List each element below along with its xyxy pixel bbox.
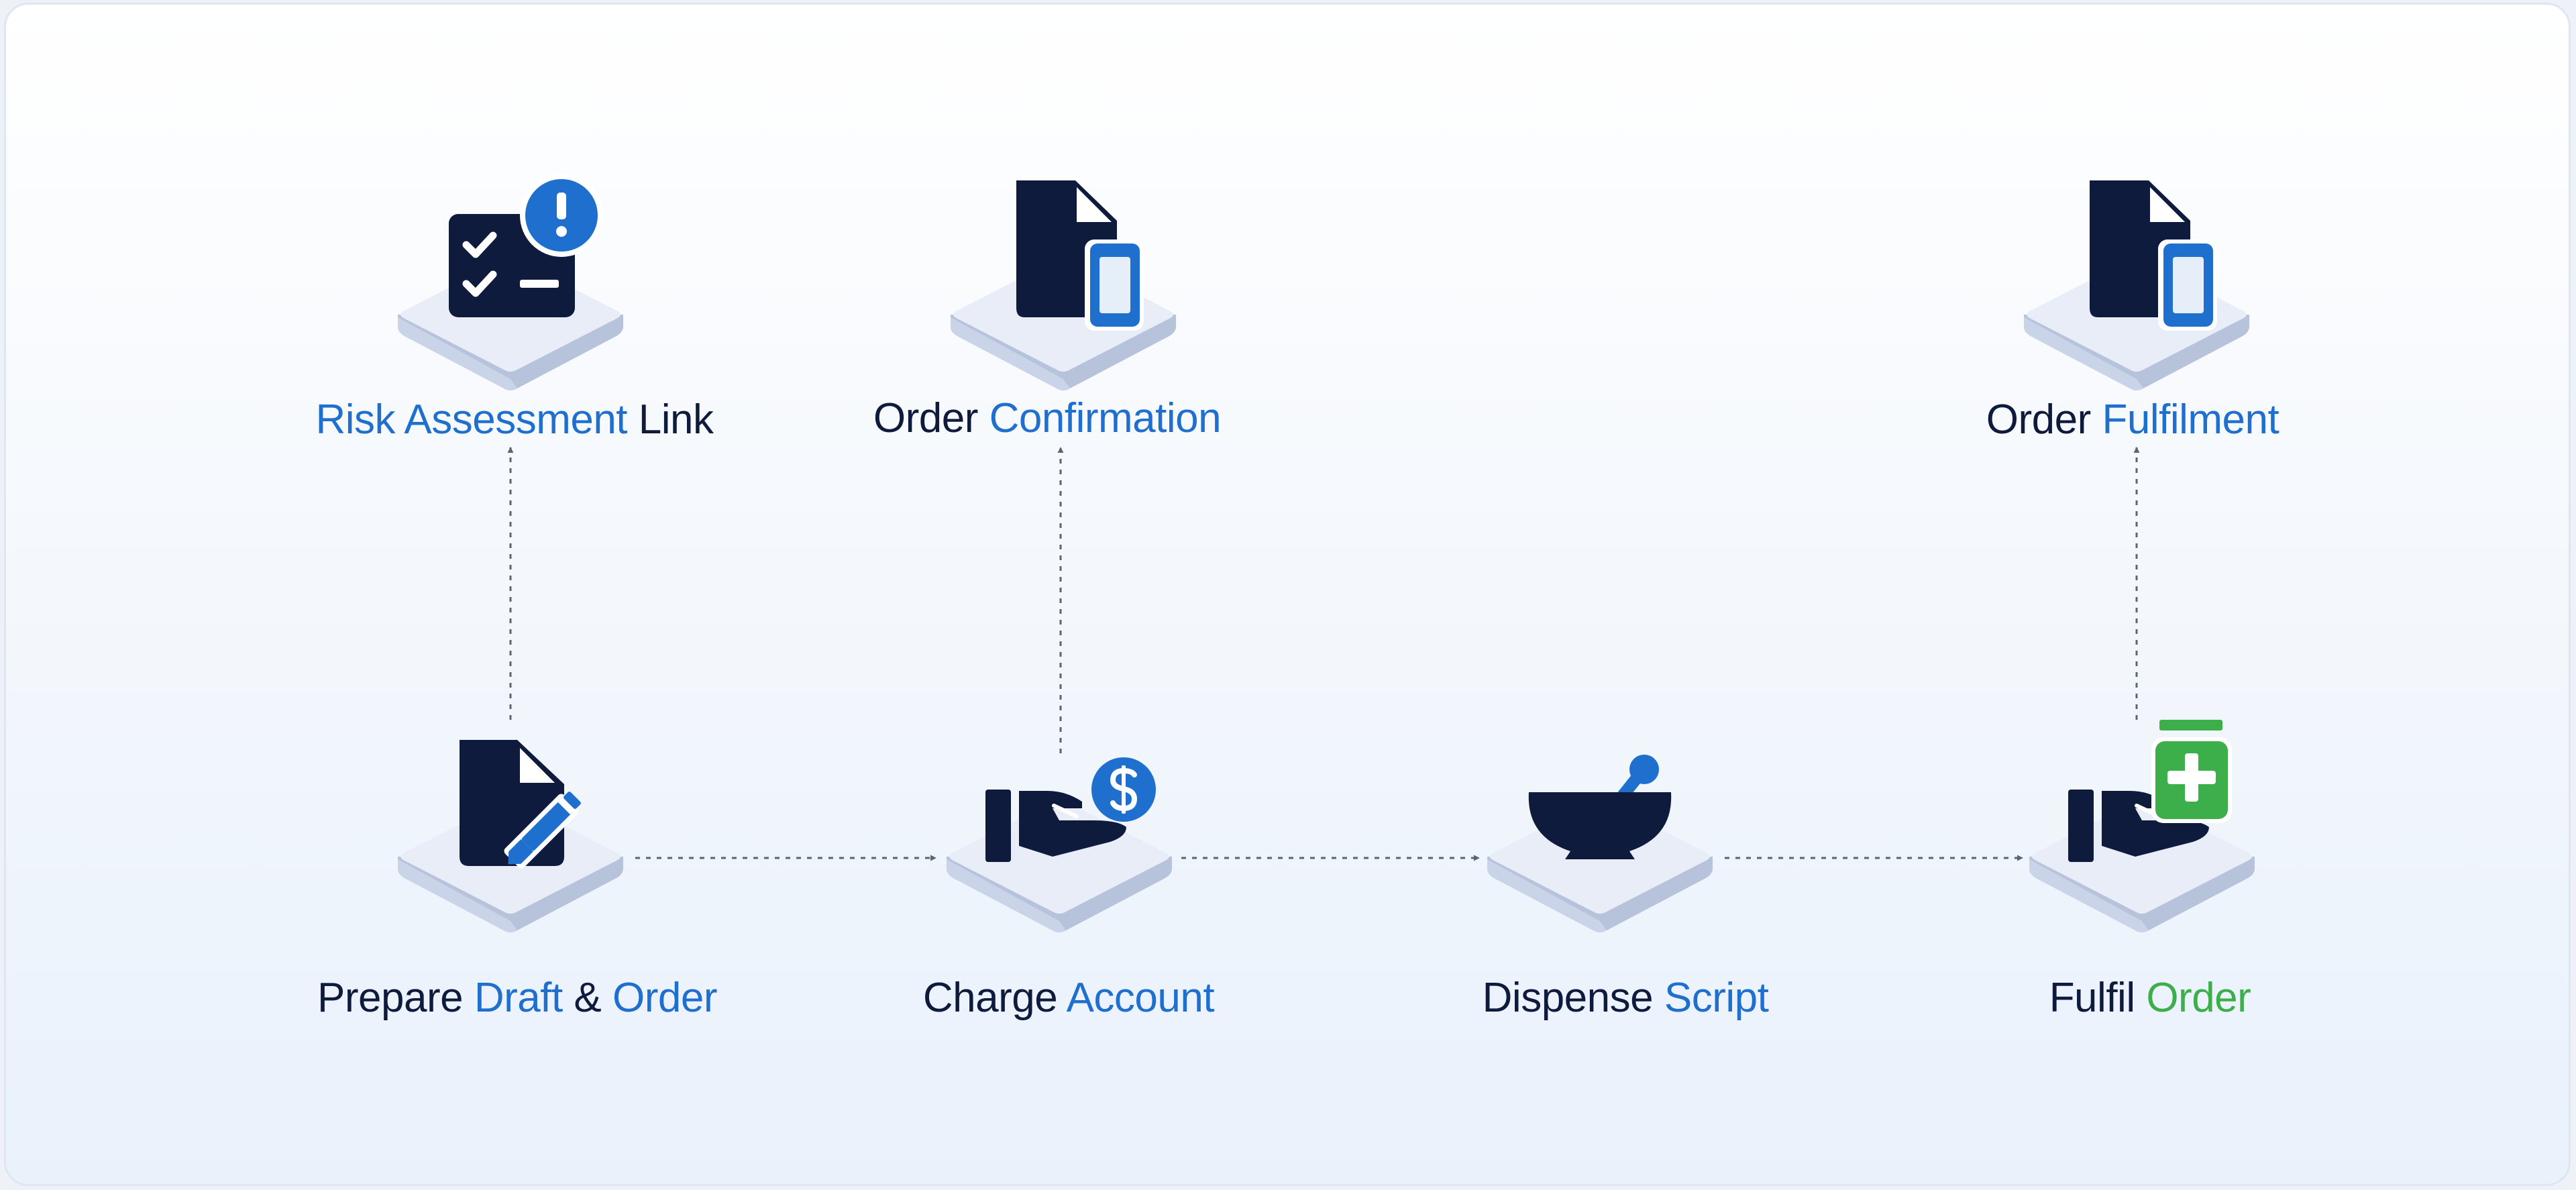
- label-segment: Order: [1986, 396, 2102, 443]
- label-segment: Confirmation: [989, 395, 1222, 441]
- document-pencil-icon: [460, 740, 581, 869]
- label-segment: Link: [627, 396, 714, 443]
- mortar-pestle-icon: [1528, 755, 1672, 859]
- label-segment: Fulfil: [2049, 975, 2147, 1021]
- hand-dollar-icon: [985, 757, 1156, 862]
- label-segment: Order: [612, 975, 717, 1021]
- node-fulfil-order: [2029, 720, 2255, 932]
- label-order-fulfilment: Order Fulfilment: [1986, 395, 2279, 445]
- label-dispense-script: Dispense Script: [1483, 973, 1769, 1023]
- label-segment: Account: [1066, 975, 1215, 1021]
- label-segment: Risk Assessment: [315, 396, 628, 443]
- label-segment: Draft: [474, 975, 563, 1021]
- node-order-confirmation: [951, 180, 1176, 390]
- node-charge-account: [947, 757, 1172, 932]
- label-charge-account: Charge Account: [922, 973, 1215, 1023]
- diagram-canvas: Risk Assessment Link Order Confirmation …: [4, 3, 2571, 1186]
- label-segment: Charge: [922, 975, 1067, 1021]
- label-segment: Prepare: [317, 975, 474, 1021]
- label-segment: Order: [873, 395, 989, 441]
- node-prepare-draft-order: [398, 740, 623, 932]
- document-phone-icon: [1016, 180, 1144, 331]
- label-segment: Fulfilment: [2102, 396, 2279, 443]
- label-segment: &: [562, 975, 612, 1021]
- label-order-confirmation: Order Confirmation: [873, 394, 1222, 443]
- node-dispense-script: [1487, 755, 1713, 932]
- document-phone-icon: [2090, 180, 2217, 331]
- hand-medicine-icon: [2068, 720, 2232, 862]
- label-prepare-draft-order: Prepare Draft & Order: [317, 973, 717, 1023]
- label-risk-assessment-link: Risk Assessment Link: [316, 395, 714, 445]
- label-segment: Script: [1664, 975, 1769, 1021]
- checklist-alert-icon: [449, 174, 603, 317]
- node-risk-assessment-link: [398, 174, 623, 390]
- workflow-diagram: [398, 174, 2255, 932]
- node-order-fulfilment: [2024, 180, 2249, 390]
- label-segment: Order: [2146, 975, 2251, 1021]
- platform-charge-account: [947, 800, 1172, 932]
- label-fulfil-order: Fulfil Order: [2049, 973, 2251, 1023]
- label-segment: Dispense: [1482, 975, 1664, 1021]
